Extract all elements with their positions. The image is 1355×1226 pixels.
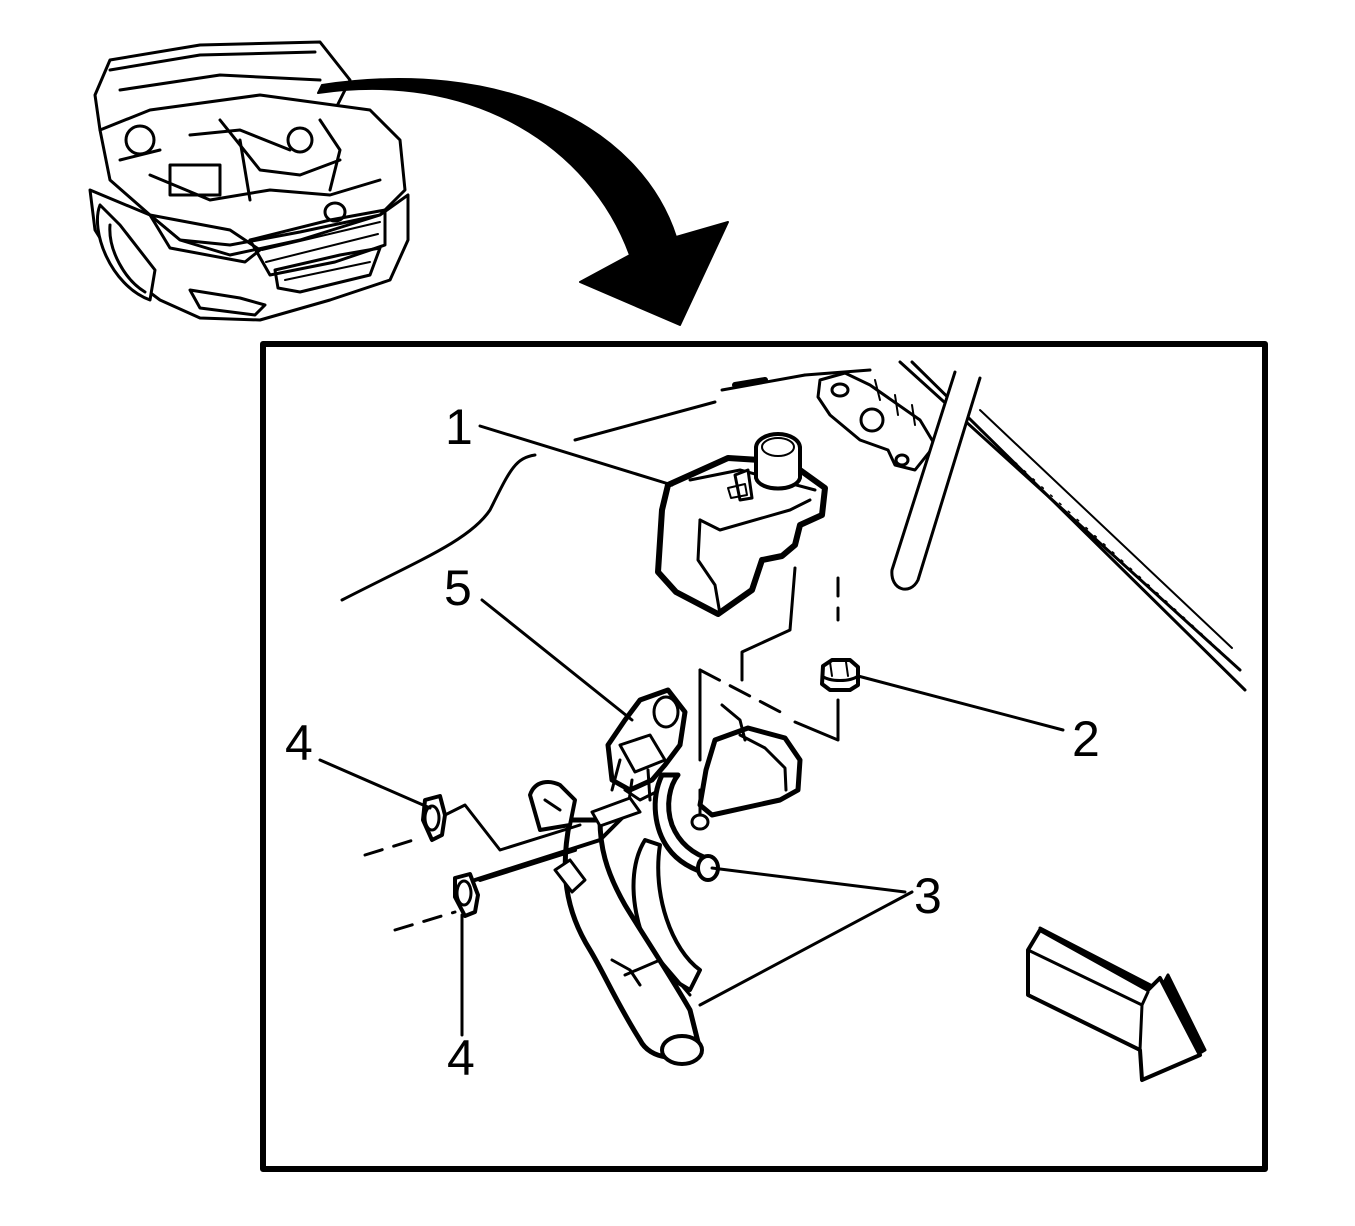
leader-4a <box>318 758 432 810</box>
callout-leaders <box>318 424 1065 1037</box>
mounting-guide-lines <box>698 566 840 762</box>
reservoir-mount-bracket <box>690 703 803 831</box>
washer-hoses <box>473 772 720 1066</box>
callout-5: 5 <box>444 560 472 616</box>
leader-3b <box>698 890 914 1007</box>
leader-2 <box>856 674 1065 732</box>
callout-4a: 4 <box>285 715 313 771</box>
detail-frame <box>260 341 1268 1172</box>
washer-reservoir <box>655 432 828 617</box>
nut-fastener <box>820 658 860 692</box>
callout-labels: 1 2 3 4 4 5 <box>285 399 1100 1086</box>
callout-2: 2 <box>1072 711 1100 767</box>
vehicle-front-icon <box>88 40 410 322</box>
leader-1 <box>478 424 674 487</box>
callout-3: 3 <box>914 868 942 924</box>
washer-pump <box>605 687 688 810</box>
curved-pointer-arrow-icon <box>317 78 729 326</box>
callout-4b: 4 <box>447 1030 475 1086</box>
leader-3a <box>710 866 907 894</box>
callout-1: 1 <box>445 399 473 455</box>
forward-direction-arrow-icon <box>1026 926 1207 1082</box>
leader-5 <box>480 598 634 722</box>
body-panel-lines <box>340 360 1247 692</box>
